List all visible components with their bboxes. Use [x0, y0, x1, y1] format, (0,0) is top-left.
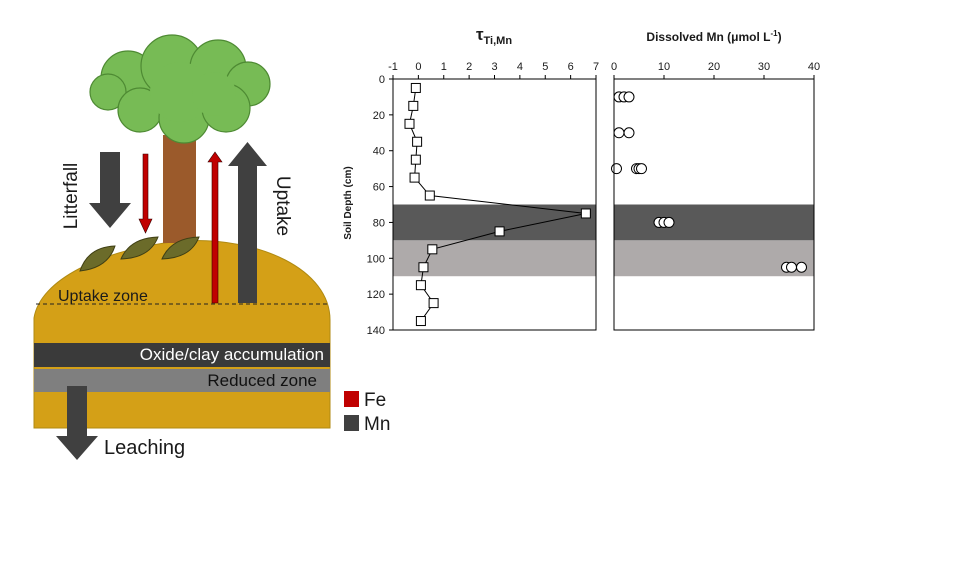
mn-x-tick-label: 20: [708, 61, 720, 73]
tau-data-point: [580, 208, 591, 219]
tau-y-tick-label: 0: [379, 74, 385, 86]
tau-y-ticks: 0 20 40 60 80 100 120 140: [367, 74, 393, 337]
oxide-clay-band: [34, 343, 330, 367]
mn-chart-title: Dissolved Mn (μmol L-1): [646, 29, 781, 44]
tau-y-tick-label: 40: [373, 146, 385, 158]
tau-x-tick-label: 6: [568, 61, 574, 73]
mn-x-tick-label: 40: [808, 61, 820, 73]
fallen-leaves: [79, 236, 200, 272]
mn-data-point: [796, 261, 807, 273]
tau-x-tick-label: 4: [517, 61, 523, 73]
mn-data-point: [636, 163, 647, 175]
tau-data-point: [409, 172, 420, 183]
mn-title-end: ): [778, 30, 782, 44]
tau-band: [393, 204, 596, 241]
tau-title-sub: Ti,Mn: [484, 35, 513, 47]
tau-data-point: [415, 280, 426, 291]
reduced-zone-label: Reduced zone: [207, 371, 317, 390]
tau-data-point: [418, 262, 429, 273]
tau-x-tick-label: 7: [593, 61, 599, 73]
tau-data-point: [415, 316, 426, 327]
mn-x-tick-label: 10: [658, 61, 670, 73]
tau-data-point: [412, 136, 423, 147]
mn-plot-frame: [613, 78, 815, 331]
mn-x-ticks: 0 10 20 30 40: [611, 61, 820, 79]
tau-y-tick-label: 60: [373, 182, 385, 194]
arrow-down-icon: [89, 152, 131, 228]
y-axis-label: Soil Depth (cm): [343, 166, 354, 239]
tree-icon: [89, 34, 271, 243]
mn-x-tick-label: 0: [611, 61, 617, 73]
tau-x-tick-label: 3: [491, 61, 497, 73]
tau-data-point: [494, 226, 505, 237]
mn-data-point: [611, 163, 622, 175]
tau-plot-frame: [392, 78, 597, 331]
reduced-zone-band: [34, 369, 330, 392]
legend-label-mn: Mn: [364, 414, 390, 435]
tau-data-point: [404, 118, 415, 129]
arrow-up-icon: [228, 142, 267, 303]
tree-trunk: [163, 135, 196, 243]
tau-x-tick-label: -1: [388, 61, 398, 73]
mn-band: [614, 204, 814, 241]
tau-x-tick-label: 0: [415, 61, 421, 73]
legend: Fe Mn: [344, 390, 390, 435]
tau-data-point: [424, 190, 435, 201]
mn-data-point: [613, 127, 625, 139]
tau-y-tick-label: 20: [373, 110, 385, 122]
tree-canopy: [89, 34, 271, 144]
litterfall-label: Litterfall: [61, 163, 82, 230]
tau-x-tick-label: 1: [441, 61, 447, 73]
leaching-label: Leaching: [104, 437, 185, 459]
mn-data-point: [663, 216, 675, 228]
leaf-icon: [79, 245, 116, 272]
mn-title-main: Dissolved Mn (μmol L: [646, 30, 770, 44]
dissolved-mn-chart: 0 10 20 30 40 Dissolved Mn (μmol L-1): [611, 29, 820, 331]
mn-title-sup: -1: [770, 29, 778, 38]
oxide-clay-label: Oxide/clay accumulation: [140, 345, 324, 364]
mn-data-point: [623, 91, 635, 103]
uptake-arrows: [207, 142, 267, 304]
mn-x-tick-label: 30: [758, 61, 770, 73]
arrow-up-icon: [207, 151, 223, 304]
tau-x-ticks: -1 0 1 2 3 4 5 6 7: [388, 61, 599, 79]
mn-data-point: [623, 127, 635, 139]
litterfall-arrows: [89, 152, 153, 234]
tau-data-point: [427, 244, 438, 255]
tau-data-point: [428, 298, 439, 309]
tau-y-tick-label: 120: [367, 289, 385, 301]
mn-shaded-bands: [614, 204, 814, 277]
uptake-label: Uptake: [272, 176, 293, 236]
leaf-icon: [161, 236, 200, 260]
tau-title-main: τ: [476, 25, 484, 44]
tau-data-point: [410, 154, 421, 165]
legend-swatch-fe: [344, 391, 359, 407]
tau-x-tick-label: 2: [466, 61, 472, 73]
arrow-down-icon: [56, 386, 98, 460]
tau-y-tick-label: 100: [367, 253, 385, 265]
mn-band: [614, 240, 814, 277]
arrow-down-icon: [138, 153, 153, 234]
tau-x-tick-label: 5: [542, 61, 548, 73]
tau-data-point: [408, 100, 419, 111]
legend-label-fe: Fe: [364, 390, 386, 411]
uptake-zone-label: Uptake zone: [58, 288, 148, 305]
mn-data-point: [786, 261, 797, 273]
tau-y-tick-label: 140: [367, 325, 385, 337]
tau-series: [404, 82, 591, 327]
tau-y-tick-label: 80: [373, 217, 385, 229]
legend-swatch-mn: [344, 415, 359, 431]
leaf-icon: [120, 236, 159, 260]
tau-data-point: [410, 82, 421, 93]
tau-chart-title: τTi,Mn: [476, 25, 512, 47]
